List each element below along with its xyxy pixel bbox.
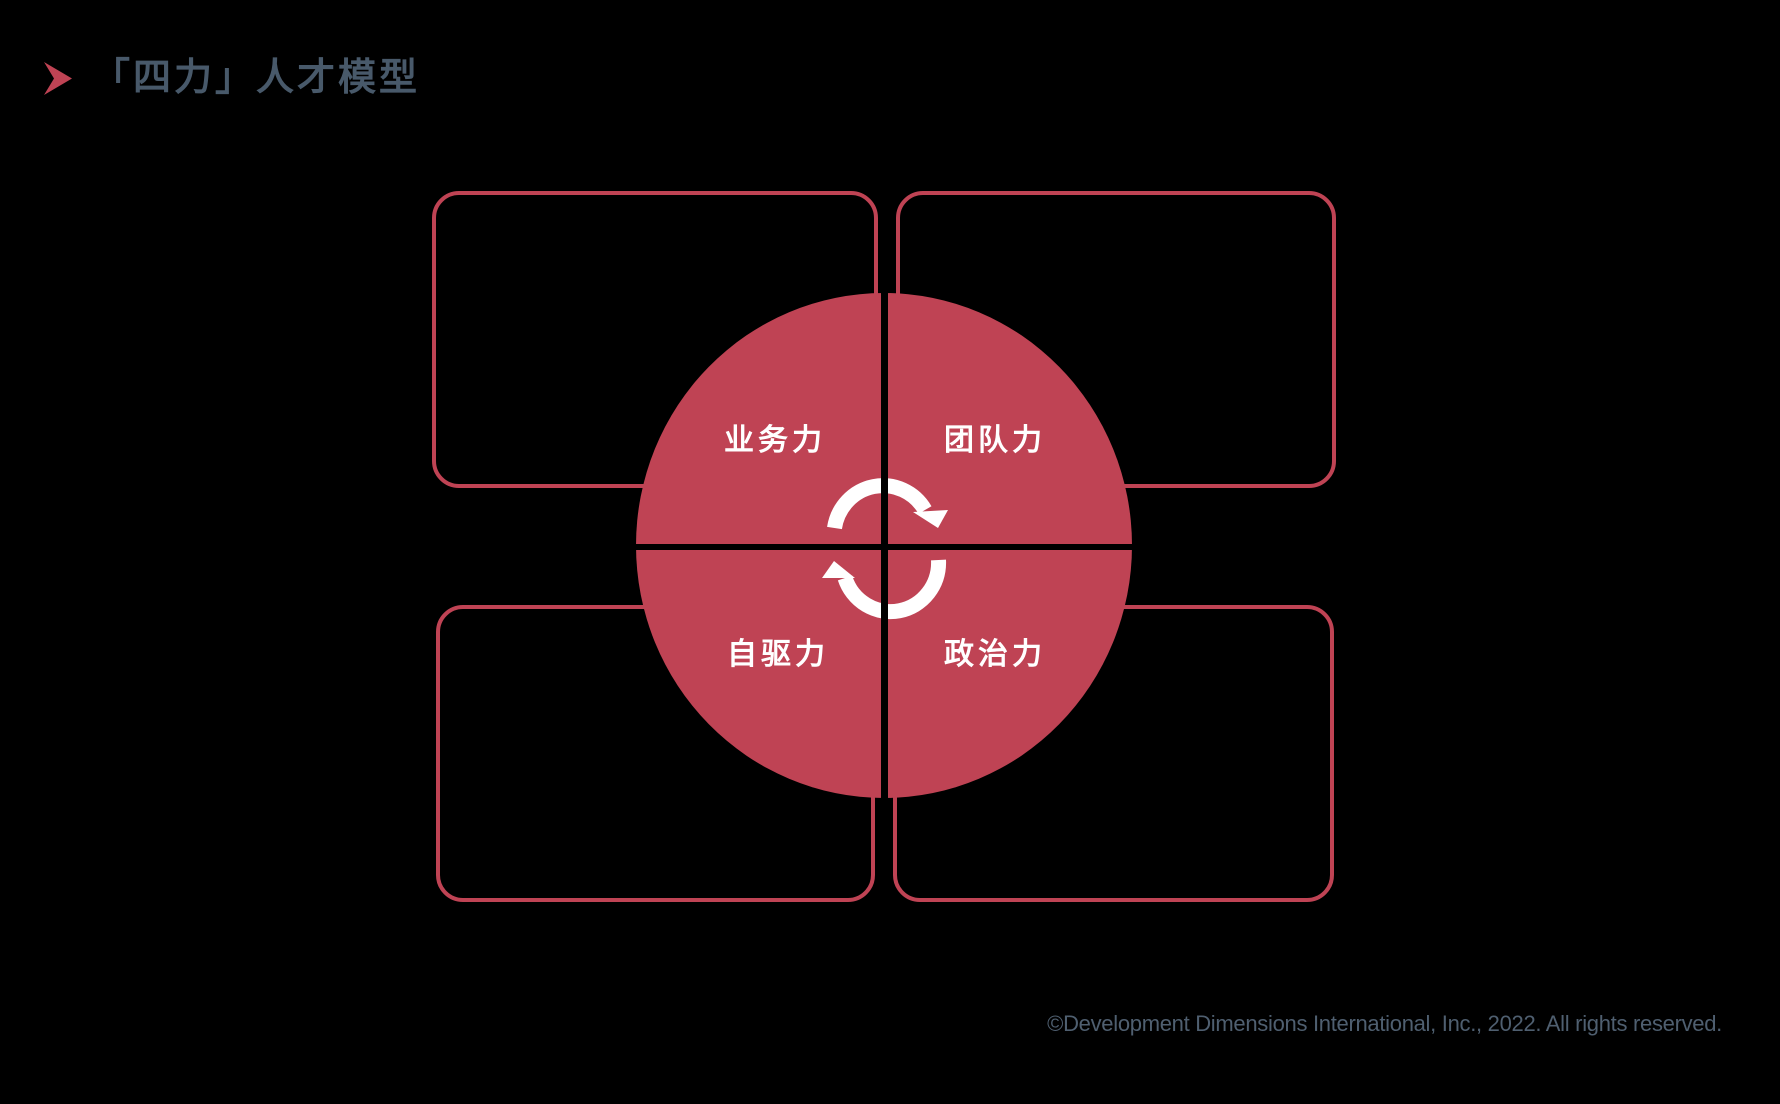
quadrant-label-business: 业务力 xyxy=(724,423,826,458)
chevron-right-icon xyxy=(44,62,72,95)
page-title: 「四力」人才模型 xyxy=(92,55,421,99)
copyright-notice: ©Development Dimensions International, I… xyxy=(1047,1011,1722,1036)
cycle-arrows-icon xyxy=(810,465,960,625)
quadrant-label-self-drive: 自驱力 xyxy=(727,637,829,672)
quadrant-label-team: 团队力 xyxy=(944,423,1046,458)
horizontal-divider-overlay xyxy=(800,544,970,550)
quadrant-label-political: 政治力 xyxy=(944,637,1046,672)
